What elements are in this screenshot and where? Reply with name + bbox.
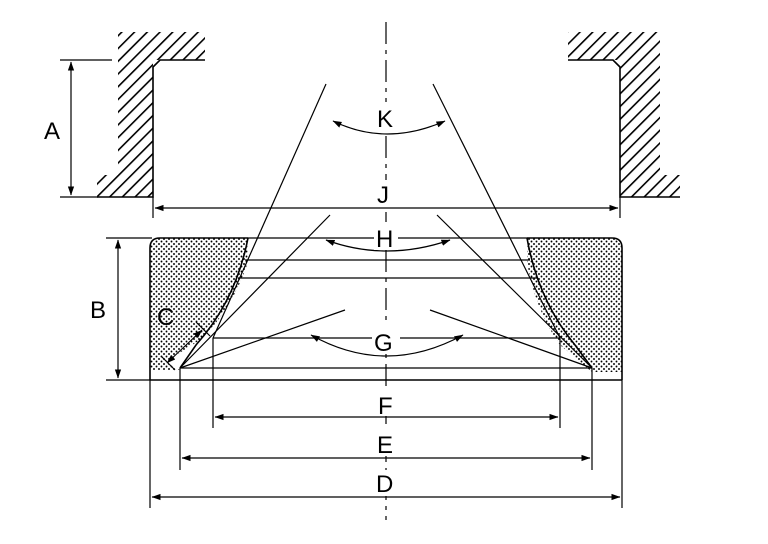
label-h: H bbox=[376, 226, 393, 253]
label-k: K bbox=[377, 106, 393, 133]
label-c: C bbox=[157, 304, 174, 331]
label-g: G bbox=[374, 330, 393, 357]
label-d: D bbox=[376, 471, 393, 498]
dimension-e bbox=[179, 368, 593, 470]
label-b: B bbox=[90, 297, 106, 324]
dimension-d bbox=[149, 380, 623, 508]
label-a: A bbox=[44, 118, 60, 145]
angle-h-arc bbox=[325, 239, 451, 252]
angle-h-lines bbox=[179, 214, 593, 369]
dimension-a bbox=[60, 59, 112, 198]
label-f: F bbox=[378, 393, 393, 420]
dimension-j bbox=[152, 197, 621, 218]
port-wall-left bbox=[97, 32, 205, 198]
port-wall-right bbox=[568, 32, 680, 198]
label-e: E bbox=[377, 432, 393, 459]
dimension-b bbox=[106, 237, 152, 381]
dimension-c bbox=[160, 321, 211, 371]
dimension-f bbox=[212, 338, 561, 428]
angle-g-lines bbox=[179, 309, 593, 369]
label-j: J bbox=[377, 182, 389, 209]
seat-insert-right bbox=[527, 237, 623, 380]
angle-k-arc bbox=[332, 120, 446, 135]
